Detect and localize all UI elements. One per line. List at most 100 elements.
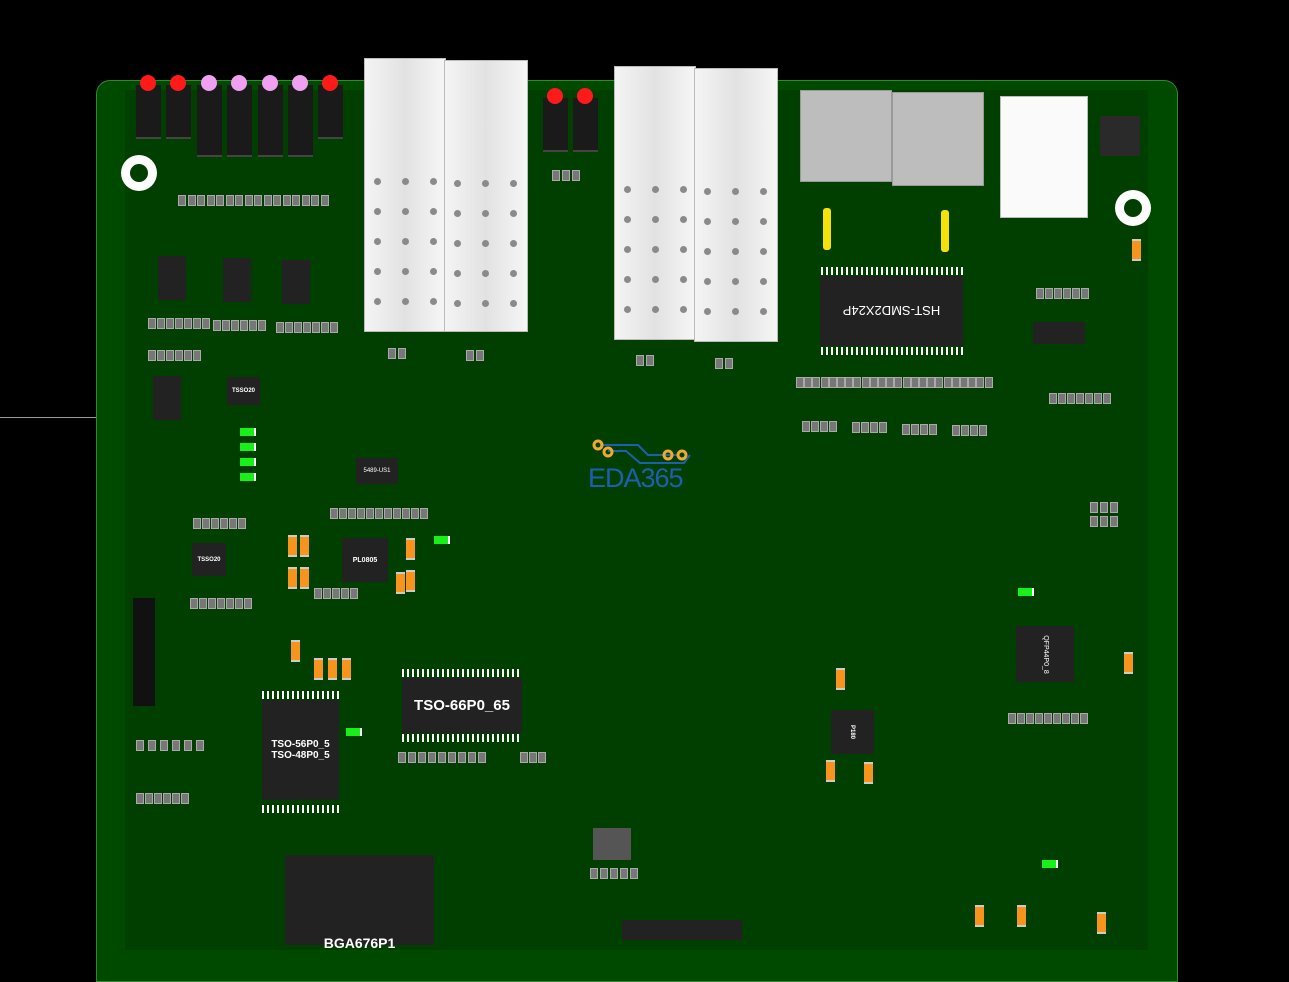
resistor bbox=[184, 350, 192, 361]
resistor bbox=[202, 518, 210, 529]
sfp-vent-hole bbox=[430, 178, 437, 185]
chip-hst-smd2x24p: HST-SMD2X24P bbox=[820, 267, 963, 355]
status-led bbox=[346, 728, 362, 736]
led-body bbox=[197, 85, 222, 157]
circuit-trace-logo-icon bbox=[592, 439, 691, 464]
sfp-vent-hole bbox=[760, 248, 767, 255]
sfp-vent-hole bbox=[402, 298, 409, 305]
sfp-vent-hole bbox=[760, 308, 767, 315]
capacitor bbox=[288, 567, 297, 589]
chip-label: P180 bbox=[849, 724, 856, 740]
chip-bottom bbox=[622, 920, 742, 940]
sfp-vent-hole bbox=[732, 188, 739, 195]
sfp-vent-hole bbox=[732, 248, 739, 255]
chip-label: HST-SMD2X24P bbox=[842, 303, 941, 319]
resistor bbox=[244, 598, 252, 609]
resistor bbox=[366, 508, 374, 519]
resistor bbox=[341, 588, 349, 599]
resistor bbox=[175, 350, 183, 361]
resistor bbox=[408, 752, 416, 763]
chip-tssop-b: TSSO20 bbox=[192, 543, 226, 576]
resistor bbox=[1072, 288, 1080, 299]
chip-tso56: TSO-56P0_5 TSO-48P0_5 bbox=[262, 691, 339, 813]
status-led bbox=[240, 428, 256, 436]
led-pink bbox=[262, 75, 278, 91]
chip-tssop-a: TSSO20 bbox=[227, 377, 260, 405]
sfp-vent-hole bbox=[430, 238, 437, 245]
resistor bbox=[1090, 502, 1098, 513]
sfp-vent-hole bbox=[482, 270, 489, 277]
chip-label: BGA676P1 bbox=[323, 935, 396, 951]
resistor bbox=[910, 377, 919, 388]
capacitor bbox=[975, 905, 984, 927]
resistor bbox=[861, 422, 869, 433]
resistor bbox=[178, 195, 186, 206]
sfp-vent-hole bbox=[374, 268, 381, 275]
sfp-cage-1 bbox=[364, 58, 446, 332]
resistor bbox=[951, 377, 960, 388]
resistor bbox=[175, 318, 183, 329]
resistor bbox=[148, 350, 156, 361]
resistor bbox=[1017, 713, 1025, 724]
resistor bbox=[225, 195, 234, 206]
mounting-hole-left bbox=[121, 155, 157, 191]
status-led bbox=[240, 458, 256, 466]
resistor bbox=[418, 752, 426, 763]
resistor bbox=[330, 322, 338, 333]
resistor bbox=[438, 752, 446, 763]
resistor bbox=[1100, 516, 1108, 527]
resistor bbox=[1067, 393, 1075, 404]
resistor bbox=[610, 868, 618, 879]
resistor bbox=[828, 377, 837, 388]
sfp-vent-hole bbox=[482, 180, 489, 187]
resistor bbox=[478, 752, 486, 763]
chip-inductor bbox=[593, 828, 631, 860]
status-led bbox=[434, 536, 450, 544]
logo-text: EDA365 bbox=[588, 463, 684, 493]
resistor bbox=[235, 195, 243, 206]
chip-sop8-left-3 bbox=[282, 260, 310, 304]
sfp-vent-hole bbox=[510, 300, 517, 307]
sfp-vent-hole bbox=[652, 306, 659, 313]
led-pink bbox=[231, 75, 247, 91]
sfp-vent-hole bbox=[624, 216, 631, 223]
resistor bbox=[529, 752, 537, 763]
resistor bbox=[402, 508, 410, 519]
resistor bbox=[1071, 713, 1079, 724]
sfp-vent-hole bbox=[374, 178, 381, 185]
status-led bbox=[1042, 860, 1058, 868]
resistor bbox=[636, 355, 644, 366]
chip-sop8-left-4 bbox=[153, 376, 181, 420]
chip-label: QFP44P0_8 bbox=[1041, 634, 1049, 674]
chip-label: TSO-48P0_5 bbox=[271, 750, 330, 761]
resistor bbox=[166, 350, 174, 361]
sfp-vent-hole bbox=[652, 216, 659, 223]
resistor bbox=[184, 318, 192, 329]
capacitor bbox=[342, 658, 351, 680]
capacitor bbox=[300, 567, 309, 589]
resistor bbox=[837, 377, 845, 388]
resistor bbox=[927, 377, 936, 388]
resistor bbox=[894, 377, 903, 388]
sfp-vent-hole bbox=[760, 278, 767, 285]
resistor bbox=[820, 421, 828, 432]
led-red bbox=[547, 88, 563, 104]
resistor bbox=[979, 425, 987, 436]
yellow-part-1 bbox=[823, 208, 831, 250]
led-pink bbox=[292, 75, 308, 91]
sfp-vent-hole bbox=[454, 210, 461, 217]
resistor bbox=[303, 322, 311, 333]
resistor bbox=[320, 195, 329, 206]
resistor bbox=[1080, 713, 1088, 724]
resistor bbox=[1053, 713, 1061, 724]
resistor bbox=[157, 318, 165, 329]
resistor bbox=[263, 195, 272, 206]
resistor bbox=[388, 348, 396, 359]
resistor bbox=[870, 422, 878, 433]
capacitor bbox=[1124, 652, 1133, 674]
sfp-vent-hole bbox=[482, 210, 489, 217]
rj45-jack-1 bbox=[800, 90, 892, 182]
resistor bbox=[1094, 393, 1102, 404]
resistor bbox=[552, 170, 560, 181]
resistor bbox=[1090, 516, 1098, 527]
